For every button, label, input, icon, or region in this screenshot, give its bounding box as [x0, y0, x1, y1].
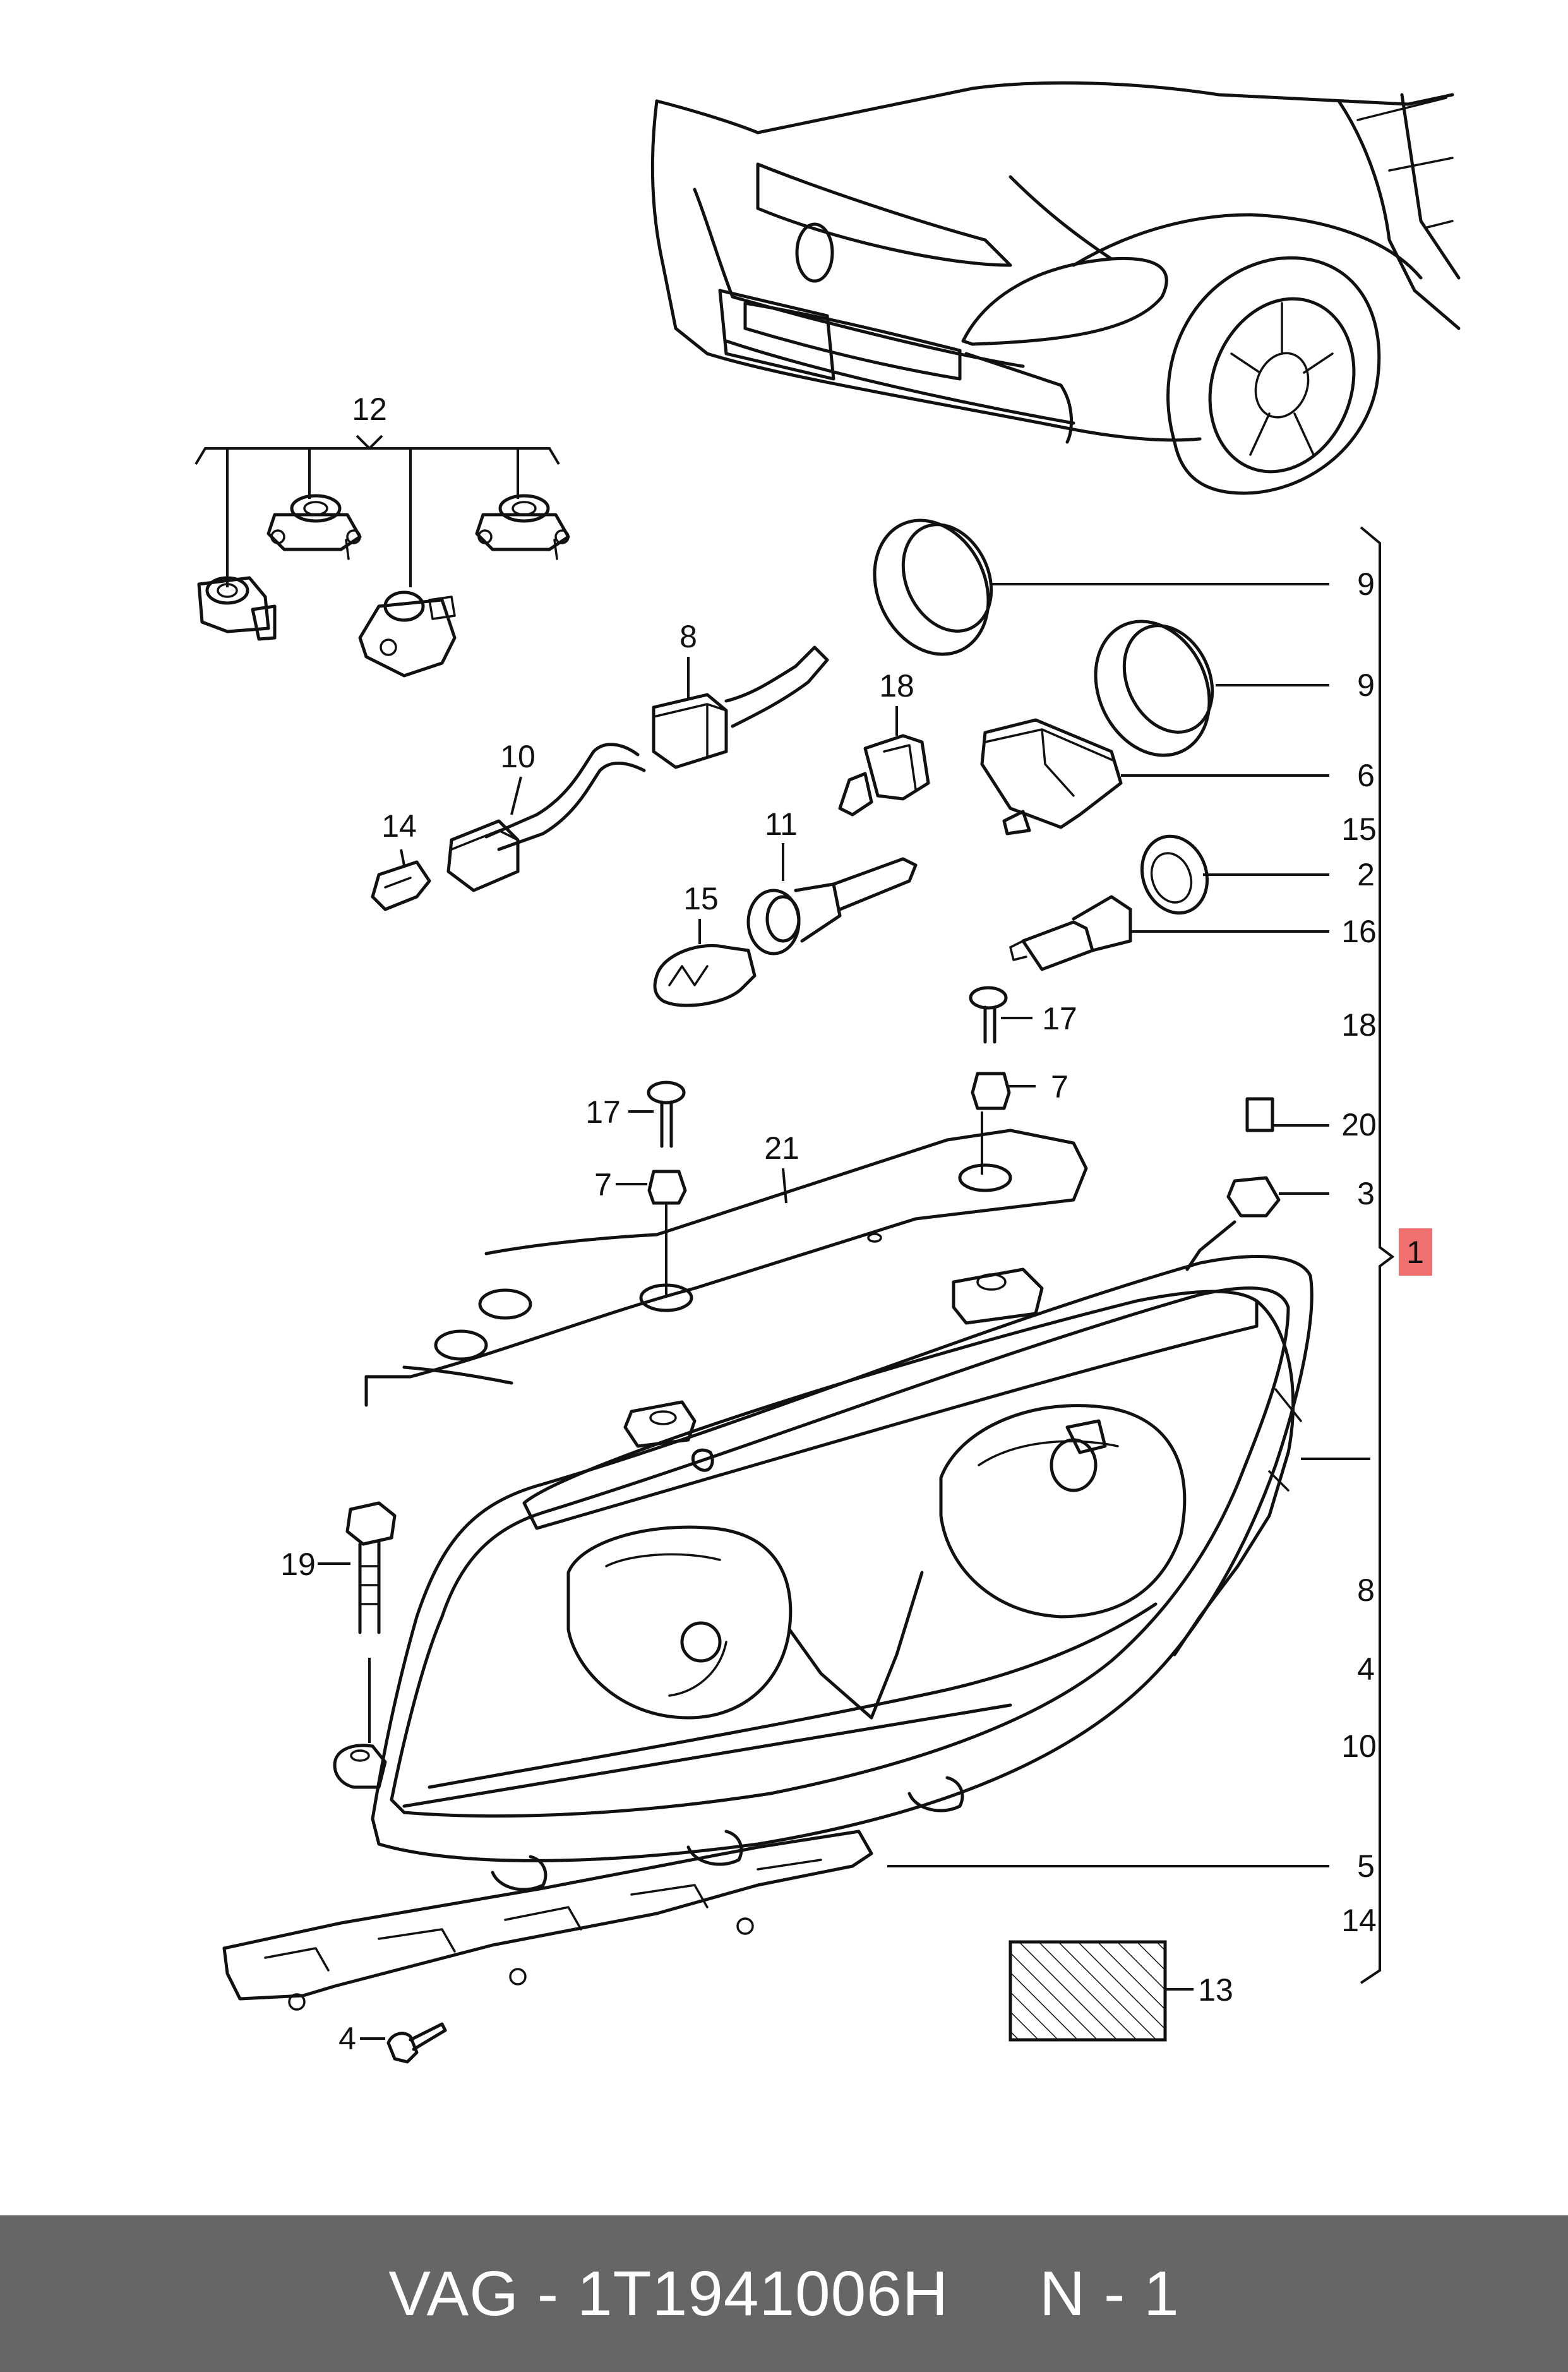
callout-20: 20 [1341, 1107, 1377, 1142]
callout-16: 16 [1341, 914, 1377, 949]
callout-7b: 7 [594, 1167, 612, 1202]
callout-12: 12 [352, 392, 387, 427]
callout-13: 13 [1198, 1972, 1233, 2008]
bracket-item-list: 15 18 8 4 10 14 [1341, 812, 1377, 1938]
callout-2: 2 [1357, 857, 1375, 892]
callout-labels: 12 8 10 14 18 11 15 9 9 6 2 16 17 7 17 7… [280, 392, 1424, 2056]
callout-3: 3 [1357, 1176, 1375, 1211]
callout-21: 21 [764, 1130, 799, 1166]
callout-9b: 9 [1357, 668, 1375, 703]
actuator-6 [980, 718, 1329, 836]
callout-17a: 17 [1042, 1001, 1077, 1036]
callout-6: 6 [1357, 758, 1375, 793]
callout-10: 10 [500, 739, 536, 774]
connector-8 [652, 645, 829, 769]
callout-9a: 9 [1357, 566, 1375, 602]
trim-strip-5 [222, 1830, 1329, 2011]
part-number-text: VAG - 1T1941006H N - 1 [388, 2258, 1180, 2329]
bracket-plate-21 [364, 1111, 1088, 1407]
screws-and-nuts [616, 986, 1329, 1218]
callout-1: 1 [1406, 1235, 1424, 1270]
callout-5: 5 [1357, 1848, 1375, 1884]
callout-7a: 7 [1051, 1069, 1068, 1105]
bolt-19 [318, 1501, 397, 1743]
callout-8: 8 [679, 619, 697, 654]
bracket-item: 18 [1341, 1007, 1377, 1043]
callout-19: 19 [280, 1547, 316, 1582]
callout-18: 18 [879, 668, 914, 704]
bracket-item: 4 [1357, 1651, 1375, 1687]
screw-4 [360, 2022, 447, 2064]
label-13 [1008, 1940, 1194, 2042]
group-12-parts [195, 434, 570, 678]
bulb-holder-18 [838, 706, 930, 817]
item-1-highlight [1399, 1228, 1432, 1276]
assembly-bracket [1360, 526, 1395, 1984]
bracket-item: 14 [1341, 1903, 1377, 1938]
bracket-item: 15 [1341, 812, 1377, 847]
bulb-16 [1009, 895, 1329, 971]
bulb-15 [653, 919, 757, 1007]
seal-rings-9 [873, 518, 1329, 757]
bulb-11 [746, 843, 918, 955]
callout-11: 11 [765, 806, 798, 842]
socket-2 [1140, 834, 1329, 915]
callout-17b: 17 [585, 1094, 621, 1130]
bracket-item: 8 [1357, 1572, 1375, 1608]
bracket-item: 10 [1341, 1728, 1377, 1764]
headlight-housing [333, 1220, 1370, 1891]
callout-14: 14 [381, 808, 417, 844]
car-front-illustration [650, 81, 1461, 495]
callout-4: 4 [338, 2021, 356, 2056]
wiring-harness-10 [371, 743, 646, 911]
part-number-footer: VAG - 1T1941006H N - 1 [0, 2215, 1568, 2372]
callout-15: 15 [683, 881, 719, 916]
